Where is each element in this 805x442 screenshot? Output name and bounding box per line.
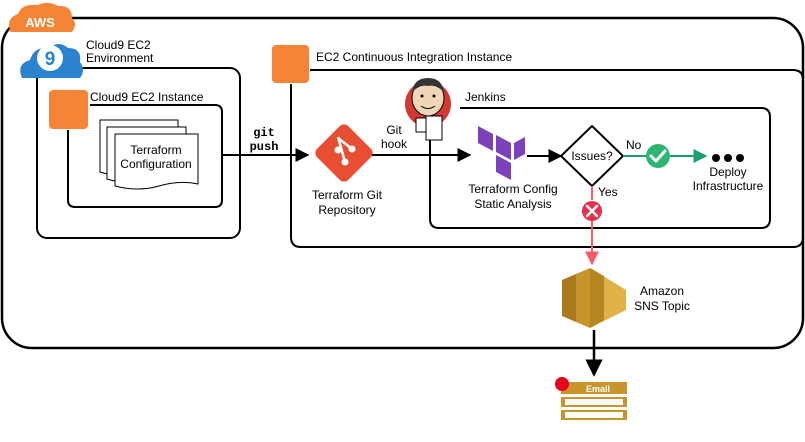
cloud9-instance-icon [49,90,88,129]
cloud9-env-label-2: Environment [86,51,154,65]
jenkins-container [429,107,771,229]
aws-logo: AWS [9,2,75,33]
terraform-config-documents [99,119,199,190]
git-push-label-2: push [250,140,279,154]
ci-instance-label: EC2 Continuous Integration Instance [316,50,512,64]
no-label: No [626,138,642,152]
email-icon: Email [555,377,627,420]
issues-label: Issues? [571,149,613,163]
git-icon [315,124,373,182]
jenkins-label: Jenkins [465,90,506,104]
jenkins-icon [405,78,451,141]
ci-instance-container [290,69,804,248]
cloud9-instance-container [67,104,223,208]
terraform-config-label-1: Terraform [130,143,181,157]
yes-label: Yes [598,185,618,199]
terraform-icon [478,126,525,180]
git-repo-label-2: Repository [318,203,375,217]
email-label: Email [586,384,610,394]
cloud9-environment-container [36,67,241,239]
static-analysis-label-1: Terraform Config [468,182,557,196]
sns-icon [562,268,626,328]
ci-instance-icon [272,45,309,83]
cloud9-env-label-1: Cloud9 EC2 [86,38,151,52]
check-icon [646,144,670,168]
cross-icon [582,201,602,221]
cloud9-instance-label: Cloud9 EC2 Instance [90,90,204,104]
more-dots-icon [712,154,744,162]
aws-label: AWS [25,15,55,30]
git-push-label-1: git [253,126,275,140]
deploy-label-2: Infrastructure [693,179,764,193]
static-analysis-label-2: Static Analysis [474,197,551,211]
git-hook-label-2: hook [381,137,408,151]
sns-label-1: Amazon [640,284,684,298]
sns-label-2: SNS Topic [634,299,690,313]
terraform-config-label-2: Configuration [120,157,191,171]
svg-text:9: 9 [45,49,56,70]
git-hook-label-1: Git [386,123,402,137]
cloud9-icon: 9 [20,44,83,78]
deploy-label-1: Deploy [709,165,746,179]
git-repo-label-1: Terraform Git [312,188,383,202]
